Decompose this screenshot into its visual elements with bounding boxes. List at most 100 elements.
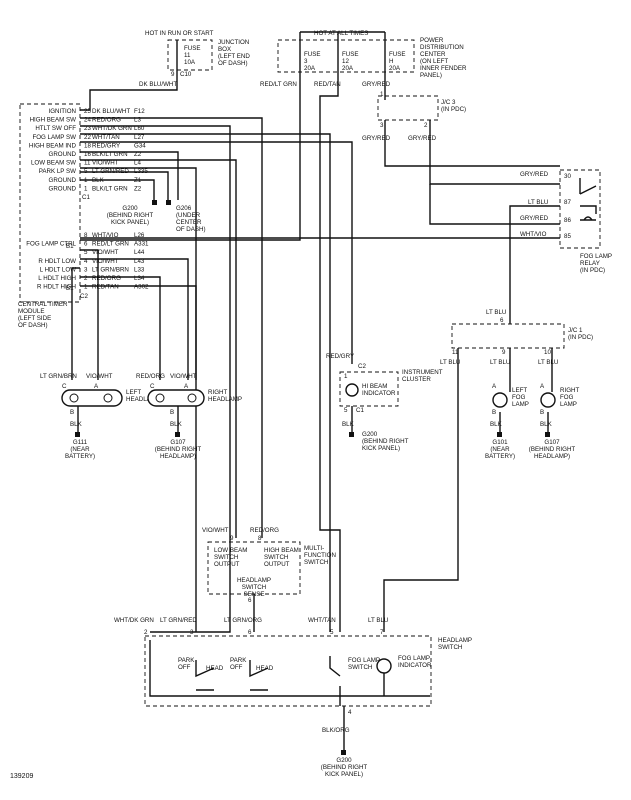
wire-dk-blu-wht — [80, 70, 178, 111]
wire-vio-wht-l44 — [80, 249, 99, 380]
ctm-row2-wire: VIO/WHT — [92, 249, 119, 256]
wire-red-gry-g34 — [80, 141, 353, 364]
right-fog-lamp — [540, 392, 556, 408]
ctm-row-wire: LT GRN/RED — [92, 168, 129, 175]
hls-park1: OFF — [178, 664, 191, 671]
g111-label: BATTERY) — [65, 453, 95, 460]
ctm-row-ckt: F12 — [134, 108, 145, 115]
pdc-title: (ON LEFT — [420, 58, 448, 65]
jc1-top-wire: LT BLU — [486, 309, 506, 316]
g200-ctm-label: KICK PANEL) — [111, 219, 149, 226]
ctm-c2: C2 — [80, 293, 88, 300]
wire-red-org-l34 — [80, 276, 161, 380]
ground-g200-cluster — [349, 432, 354, 437]
g107-hl-label: G107 — [170, 439, 186, 446]
ctm-row-pin: 25 — [84, 108, 91, 115]
mfs-sense: SENSE — [244, 591, 265, 598]
ctm-b1: B1 — [66, 243, 74, 250]
ctm-row-label: GROUND — [49, 177, 77, 184]
ctm-row-wire: VIO/WHT — [92, 160, 119, 167]
jc1-top-pin: 6 — [500, 317, 504, 324]
junction-box-outline — [167, 39, 213, 71]
mfs-title: MULTI- — [304, 545, 324, 552]
left-fog-title: FOG — [512, 394, 526, 401]
g107-fog-label: (BEHIND RIGHT — [529, 446, 576, 453]
ctm-row-wire: DK BLU/WHT — [92, 108, 130, 115]
hl-wire-red-org: RED/ORG — [136, 373, 165, 380]
ctm-row2-pin: 1 — [84, 284, 88, 291]
ctm-row-ckt: Z2 — [134, 185, 142, 192]
right-hl-title: RIGHT — [208, 389, 227, 396]
ctm-row2-wire: RED/LT GRN — [92, 241, 129, 248]
jc3-title: (IN PDC) — [441, 106, 466, 113]
g200-ctm-label: (BEHIND RIGHT — [107, 212, 154, 219]
right-fog-title: LAMP — [560, 401, 577, 408]
ctm-outline — [19, 103, 81, 303]
ctm-row-label: HIGH BEAM SW — [30, 117, 77, 124]
ctm-row-pin: 23 — [84, 125, 91, 132]
cluster-outline — [339, 371, 399, 407]
cluster-pin-5: 5 — [344, 407, 348, 414]
pdc-fuse-h: FUSE — [389, 51, 406, 58]
ctm-row2-ckt: L33 — [134, 266, 145, 273]
hls-title: SWITCH — [438, 644, 462, 651]
pdc-wire-red-lt-grn: RED/LT GRN — [260, 81, 297, 88]
jc1-pin-11: 11 — [452, 349, 459, 356]
mfs-low-output: OUTPUT — [214, 561, 240, 568]
left-headlamp — [61, 389, 123, 407]
relay-internal — [579, 178, 597, 221]
hls-wire-wht-dk-grn: WHT/DK GRN — [114, 617, 154, 624]
wire-red-org-l3 — [80, 117, 263, 538]
hl-blk-l: BLK — [70, 421, 83, 428]
jc1-outline — [451, 323, 565, 349]
cluster-indicator: INDICATOR — [362, 390, 396, 397]
g200-hls-label: KICK PANEL) — [325, 771, 363, 778]
left-hl-title: HEADLAMP — [126, 396, 160, 403]
g101-label: BATTERY) — [485, 453, 515, 460]
ctm-row2-label: FOG LAMP CTRL — [26, 241, 76, 248]
pdc-title: POWER — [420, 37, 444, 44]
ctm-title: OF DASH) — [18, 322, 48, 329]
g206-label: (UNDER — [176, 212, 201, 219]
left-hl-title: LEFT — [126, 389, 141, 396]
g107-fog-label: G107 — [544, 439, 560, 446]
ctm-row-label: LOW BEAM SW — [31, 160, 76, 167]
fog-pin-a-l: A — [492, 383, 497, 390]
jc1-wire-1: LT BLU — [440, 359, 460, 366]
wire-red-lt-grn — [80, 72, 301, 241]
cluster-title: CLUSTER — [402, 376, 431, 383]
ctm-row2-ckt: A302 — [134, 284, 149, 291]
relay-outline — [559, 169, 601, 249]
pdc-fuse-links — [299, 31, 386, 72]
wire-wht-dk-grn — [80, 125, 231, 633]
relay-title: (IN PDC) — [580, 267, 605, 274]
ctm-row2-wire: VIO/WHT — [92, 258, 119, 265]
hls-wire-wht-tan: WHT/TAN — [308, 617, 336, 624]
cluster-indicator: HI BEAM — [362, 383, 387, 390]
g200-ctm-label: G200 — [122, 205, 138, 212]
hls-pin-6: 6 — [248, 629, 252, 636]
mfs-pin-6: 6 — [248, 597, 252, 604]
jb-title: (LEFT END — [218, 53, 250, 60]
mfs-low-output: LOW BEAM — [214, 547, 247, 554]
ctm-row2-label: L HDLT HIGH — [38, 275, 76, 282]
ctm-row2-wire: RED/ORG — [92, 275, 121, 282]
right-fog-title: RIGHT — [560, 387, 579, 394]
ground-g107-hl — [175, 432, 180, 437]
ctm-row2-ckt: L44 — [134, 249, 145, 256]
ctm-row-ckt: L335 — [134, 168, 148, 175]
wire-vio-wht-l4 — [80, 159, 237, 538]
ctm-row-label: HTLT SW OFF — [35, 125, 76, 132]
wire-blk-fog — [499, 412, 549, 432]
ctm-row2-ckt: L26 — [134, 232, 145, 239]
mfs-pin-8: 8 — [258, 535, 262, 542]
ground-g200-ctm — [152, 200, 157, 205]
jb-title: OF DASH) — [218, 60, 248, 67]
relay-pin: 30 — [564, 173, 571, 180]
cluster-pin-1: 1 — [344, 373, 348, 380]
hot-run-start-label: HOT IN RUN OR START — [145, 30, 214, 37]
ctm-row2-pin: 2 — [84, 275, 88, 282]
cluster-c1: C1 — [356, 407, 364, 414]
pdc-wire-red-tan: RED/TAN — [314, 81, 341, 88]
